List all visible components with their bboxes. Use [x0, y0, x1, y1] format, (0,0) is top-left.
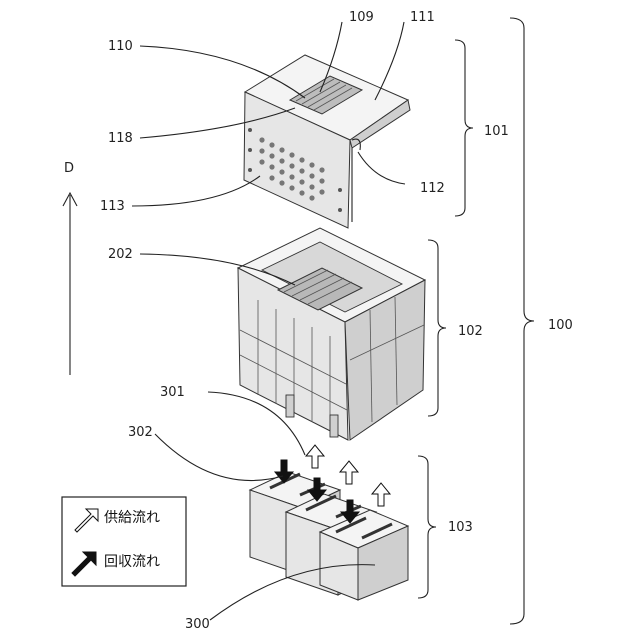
ref-109: 109	[349, 10, 374, 25]
direction-arrow	[63, 193, 77, 375]
brace-103	[418, 456, 436, 598]
ref-110: 110	[108, 39, 133, 54]
ref-300: 300	[185, 617, 210, 632]
brace-102	[428, 240, 446, 416]
cover-unit-101	[244, 55, 410, 228]
brace-101	[455, 40, 473, 216]
ref-302: 302	[128, 425, 153, 440]
ref-101: 101	[484, 124, 509, 139]
ref-301: 301	[160, 385, 185, 400]
legend-recovery-label: 回収流れ	[104, 554, 160, 570]
ref-100: 100	[548, 318, 573, 333]
ref-102: 102	[458, 324, 483, 339]
direction-label: D	[64, 161, 74, 176]
ref-118: 118	[108, 131, 133, 146]
ref-112: 112	[420, 181, 445, 196]
ref-202: 202	[108, 247, 133, 262]
ref-111: 111	[410, 10, 435, 25]
brace-100	[510, 18, 534, 624]
ref-113: 113	[100, 199, 125, 214]
legend-supply-label: 供給流れ	[104, 510, 160, 526]
ref-103: 103	[448, 520, 473, 535]
